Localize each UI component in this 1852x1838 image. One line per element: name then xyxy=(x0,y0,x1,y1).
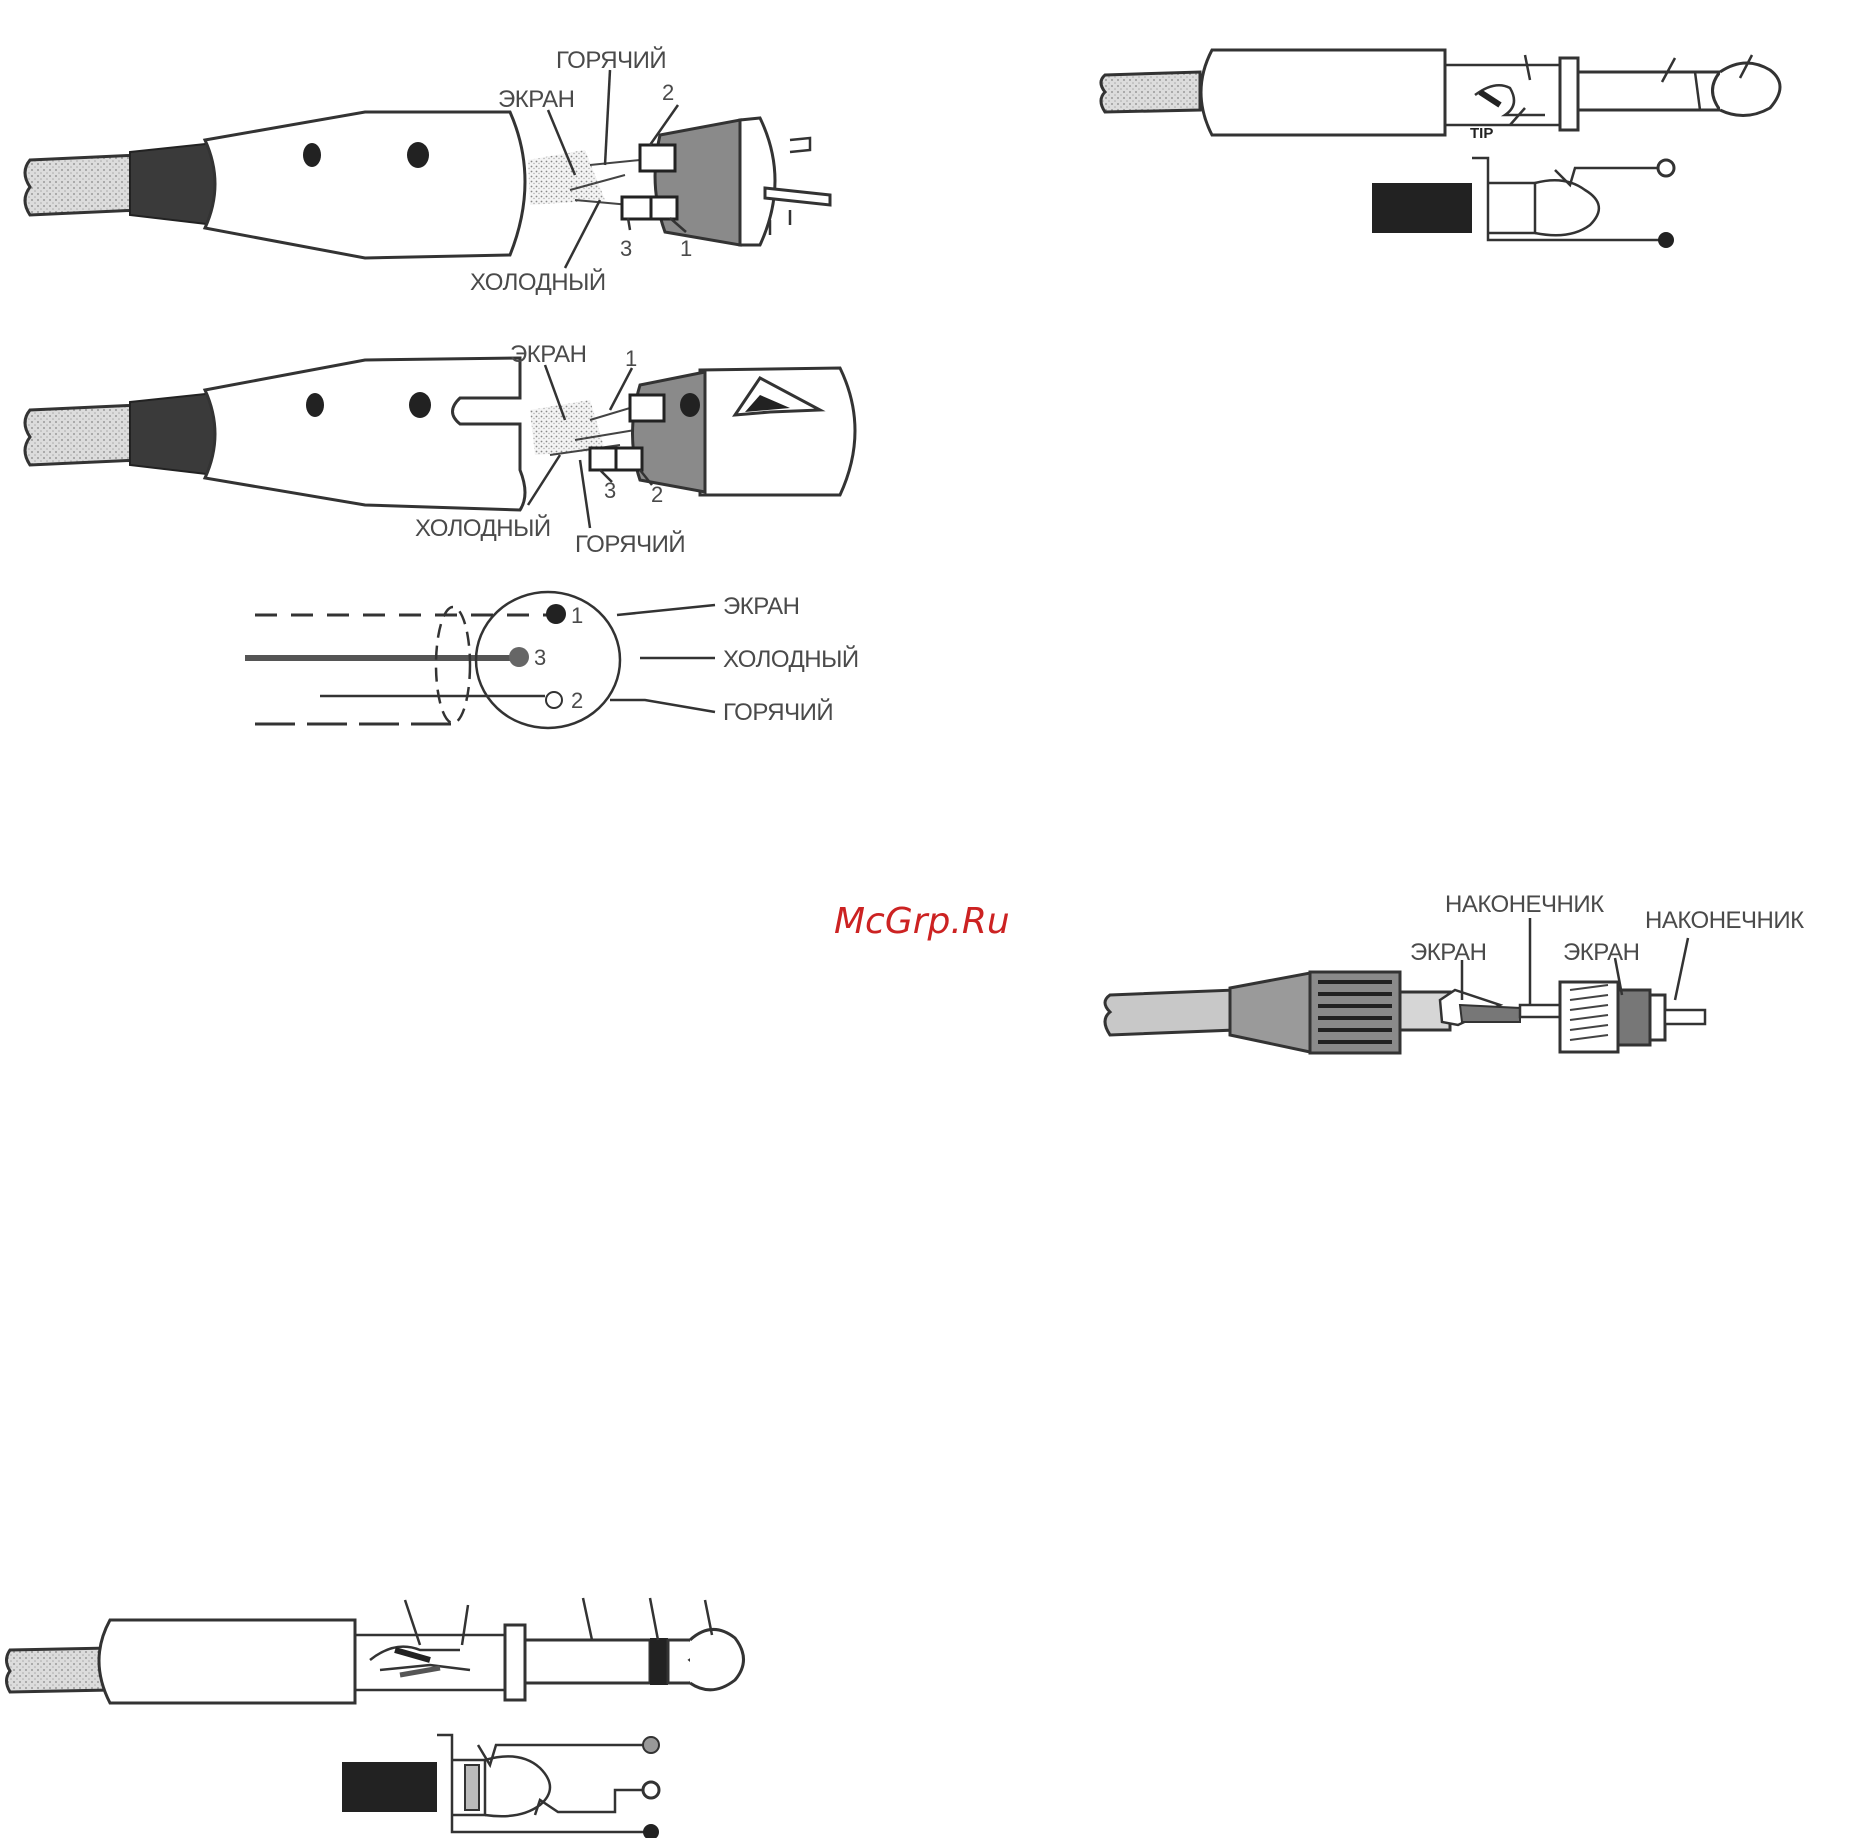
mono-jack-handle xyxy=(1201,50,1445,135)
xlr-female-pin-3-label: 3 xyxy=(604,478,616,503)
schematic-leader-hot xyxy=(610,700,715,712)
xlr-male-label-shield: ЭКРАН xyxy=(498,86,574,113)
rca-label-tip-right: НАКОНЕЧНИК xyxy=(1645,907,1804,934)
mono-jack-wire xyxy=(1480,92,1500,105)
xlr-male-shield-braid xyxy=(528,150,605,205)
xlr-schematic: 1 3 2 ЭКРАН ХОЛОДНЫЙ ГОРЯЧИЙ xyxy=(245,592,859,728)
schematic-label-shield: ЭКРАН xyxy=(723,593,799,620)
schematic-pin-1-label: 1 xyxy=(571,603,583,628)
mono-jack-label-tip: TIP xyxy=(1470,125,1493,142)
rca-cable xyxy=(1105,990,1235,1035)
stereo-schematic-handle xyxy=(342,1762,437,1812)
stereo-schematic-tip-shape xyxy=(485,1756,550,1816)
rca-center-conductor xyxy=(1520,1005,1560,1017)
mono-jack-plug: TIP xyxy=(1101,50,1780,142)
xlr-male-cable xyxy=(25,143,215,225)
xlr-female-label-cold: ХОЛОДНЫЙ xyxy=(415,514,551,542)
xlr-male-body xyxy=(205,112,525,258)
schematic-leader-shield xyxy=(617,605,715,615)
stereo-jack-shaft xyxy=(525,1640,650,1683)
xlr-male-label-cold: ХОЛОДНЫЙ xyxy=(470,268,606,296)
mono-jack-cable xyxy=(1101,72,1200,112)
xlr-male-pin-3-label: 3 xyxy=(620,236,632,261)
xlr-female-cable xyxy=(25,393,215,475)
stereo-schematic-ring-terminal xyxy=(643,1782,659,1798)
xlr-female-connector: ЭКРАН 1 ХОЛОДНЫЙ 3 2 ГОРЯЧИЙ xyxy=(25,341,855,558)
mono-schematic-sleeve-line xyxy=(1472,158,1665,240)
schematic-pin-3-label: 3 xyxy=(534,645,546,670)
stereo-jack-collar xyxy=(505,1625,525,1700)
stereo-jack-schematic xyxy=(342,1735,659,1838)
stereo-jack-plug xyxy=(7,1598,744,1703)
mono-schematic-sleeve-terminal xyxy=(1658,232,1674,248)
schematic-pin-3 xyxy=(509,647,529,667)
stereo-schematic-tip-terminal xyxy=(643,1737,659,1753)
schematic-label-cold: ХОЛОДНЫЙ xyxy=(723,645,859,673)
xlr-male-insert xyxy=(622,118,830,245)
stereo-jack-tip xyxy=(690,1629,744,1689)
stereo-jack-sleeve-housing xyxy=(355,1635,505,1690)
mono-jack-tip xyxy=(1720,63,1780,116)
mono-schematic-tip-shape xyxy=(1535,180,1599,235)
xlr-male-pin-1-label: 1 xyxy=(680,236,692,261)
schematic-pin-2-label: 2 xyxy=(571,688,583,713)
xlr-male-label-hot: ГОРЯЧИЙ xyxy=(556,46,666,74)
xlr-male-connector: ГОРЯЧИЙ ЭКРАН ХОЛОДНЫЙ 2 3 1 xyxy=(25,46,830,296)
schematic-pin-1 xyxy=(546,604,566,624)
xlr-female-label-hot: ГОРЯЧИЙ xyxy=(575,530,685,558)
xlr-female-label-shield: ЭКРАН xyxy=(510,341,586,368)
stereo-jack-cable xyxy=(7,1648,111,1692)
xlr-male-pin-2-label: 2 xyxy=(662,80,674,105)
mono-jack-schematic xyxy=(1372,158,1674,248)
mono-jack-solder-lug xyxy=(1475,85,1545,115)
rca-leader-tip-right xyxy=(1675,938,1688,1000)
rca-center-pin xyxy=(1665,1010,1705,1024)
xlr-female-body xyxy=(205,358,525,510)
stereo-schematic-ring-line xyxy=(535,1790,650,1815)
rca-label-shield-right: ЭКРАН xyxy=(1563,939,1639,966)
watermark-text: McGrp.Ru xyxy=(834,901,1010,942)
rca-center-wire xyxy=(1460,1005,1520,1022)
stereo-jack-handle xyxy=(99,1620,355,1703)
stereo-schematic-tip-line xyxy=(478,1745,650,1765)
mono-jack-collar xyxy=(1560,58,1578,130)
mono-schematic-handle xyxy=(1372,183,1472,233)
stereo-schematic-sleeve-terminal xyxy=(643,1824,659,1838)
rca-connector: НАКОНЕЧНИК НАКОНЕЧНИК ЭКРАН ЭКРАН xyxy=(1105,891,1804,1053)
rca-shell xyxy=(1618,990,1650,1045)
rca-label-tip-left: НАКОНЕЧНИК xyxy=(1445,891,1604,918)
mono-schematic-tip-line xyxy=(1555,168,1665,185)
rca-label-shield-left: ЭКРАН xyxy=(1410,939,1486,966)
schematic-pin-2 xyxy=(546,692,562,708)
schematic-label-hot: ГОРЯЧИЙ xyxy=(723,698,833,726)
rca-strain-relief xyxy=(1230,973,1310,1052)
xlr-male-screw-2 xyxy=(407,142,429,168)
xlr-male-screw-1 xyxy=(303,143,321,167)
xlr-female-pin-2-label: 2 xyxy=(651,482,663,507)
xlr-female-screw-2 xyxy=(409,392,431,418)
schematic-cable-jacket xyxy=(436,607,470,723)
xlr-female-screw-1 xyxy=(306,393,324,417)
xlr-female-pin-1-label: 1 xyxy=(625,346,637,371)
mono-schematic-tip-terminal xyxy=(1658,160,1674,176)
stereo-jack-ring-insulator xyxy=(650,1638,668,1685)
